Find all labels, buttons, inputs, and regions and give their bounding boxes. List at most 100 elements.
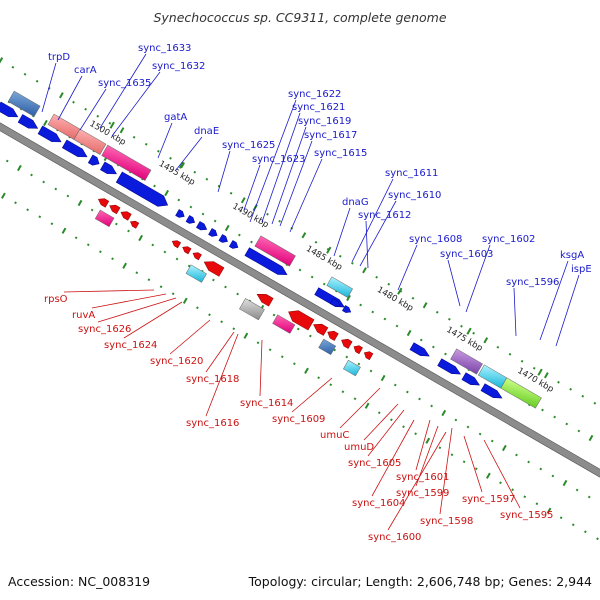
reverse-leader-line [363, 403, 399, 441]
reverse-gene-arrow [288, 310, 315, 331]
forward-leader-line [397, 244, 418, 291]
forward-gene-label: sync_1625 [222, 140, 275, 151]
forward-gene-label: sync_1611 [385, 168, 438, 179]
track-tick [369, 369, 373, 373]
track-tick [502, 444, 507, 452]
track-tick [266, 212, 269, 216]
track-tick [59, 92, 64, 99]
forward-leader-line [175, 136, 203, 171]
forward-leader-line [249, 99, 297, 223]
track-tick [177, 198, 181, 202]
reverse-gene-label: sync_1616 [186, 418, 239, 429]
track-tick [119, 127, 125, 134]
scale-label: 1485 kbp [304, 244, 344, 273]
forward-gene-arrow [61, 139, 88, 158]
reverse-gene-arrow [203, 261, 225, 277]
track-tick [359, 303, 362, 307]
reverse-gene-label: umuD [344, 442, 374, 453]
track-tick [520, 359, 524, 363]
forward-gene-arrow [17, 114, 39, 129]
scale-tick [178, 161, 185, 169]
track-tick [5, 159, 9, 163]
track-tick [569, 387, 572, 391]
track-tick [539, 467, 543, 471]
forward-gene-arrow [437, 358, 461, 375]
track-tick [432, 345, 435, 349]
track-tick [338, 254, 342, 258]
forward-gene-label: sync_1603 [440, 249, 493, 260]
forward-gene-label: dnaG [342, 197, 369, 208]
track-tick [532, 366, 536, 370]
reverse-gene-arrow [192, 252, 202, 261]
track-tick [474, 467, 478, 471]
track-tick [511, 488, 514, 492]
forward-gene-label: trpD [48, 52, 70, 63]
track-tick [406, 329, 412, 337]
forward-gene-label: sync_1623 [252, 154, 305, 165]
reverse-leader-line [387, 431, 447, 531]
reverse-leader-line [97, 297, 177, 323]
track-tick [77, 199, 83, 207]
forward-gene-label: dnaE [194, 126, 219, 137]
forward-gene-arrow [37, 125, 62, 143]
forward-gene-label: ispE [571, 264, 592, 275]
track-tick [74, 236, 78, 240]
reverse-gene-label: sync_1624 [104, 340, 157, 351]
reverse-leader-line [367, 409, 405, 457]
reverse-leader-line [291, 377, 333, 413]
forward-gene-label: sync_1635 [98, 78, 151, 89]
track-tick [435, 310, 439, 314]
track-tick [544, 372, 549, 379]
track-tick [193, 170, 197, 174]
track-tick [317, 376, 320, 380]
track-tick [201, 212, 205, 216]
track-tick [11, 65, 15, 69]
track-tick [293, 362, 296, 366]
reverse-gene-arrow [341, 338, 353, 349]
gene-box [326, 276, 353, 298]
reverse-leader-line [463, 435, 483, 493]
forward-gene-arrow [100, 161, 117, 175]
track-tick [375, 275, 378, 279]
track-tick [341, 390, 345, 394]
forward-leader-line [351, 178, 394, 263]
track-tick [483, 337, 489, 344]
track-tick [229, 191, 233, 195]
track-tick [26, 208, 30, 212]
track-tick [84, 107, 88, 111]
track-tick [138, 234, 144, 242]
reverse-leader-line [415, 419, 431, 471]
reverse-leader-line [205, 333, 239, 417]
track-tick [236, 292, 240, 296]
reverse-leader-line [91, 293, 167, 309]
track-tick [546, 507, 552, 514]
track-tick [486, 472, 491, 479]
track-tick [164, 189, 170, 197]
gene-box [477, 364, 508, 389]
track-tick [441, 409, 447, 417]
forward-leader-line [365, 220, 369, 269]
track-tick [153, 184, 156, 188]
track-tick [280, 355, 284, 359]
gene-box [450, 348, 483, 375]
scale-tick [109, 121, 115, 129]
track-tick [278, 219, 282, 223]
track-tick [490, 439, 494, 443]
track-tick [581, 394, 585, 398]
track-tick [189, 205, 193, 209]
reverse-gene-label: rpsO [44, 294, 68, 305]
track-tick [357, 362, 361, 366]
track-tick [115, 222, 118, 226]
forward-leader-line [243, 164, 261, 211]
track-tick [208, 313, 211, 317]
track-tick [390, 418, 393, 422]
track-tick [559, 516, 563, 520]
forward-gene-arrow [0, 101, 19, 118]
scale-tick [326, 246, 332, 254]
reverse-leader-line [439, 427, 453, 515]
forward-gene-arrow [175, 209, 185, 218]
gene-box [318, 338, 337, 356]
track-tick [438, 446, 442, 450]
track-tick [147, 278, 151, 282]
track-tick [232, 327, 236, 331]
